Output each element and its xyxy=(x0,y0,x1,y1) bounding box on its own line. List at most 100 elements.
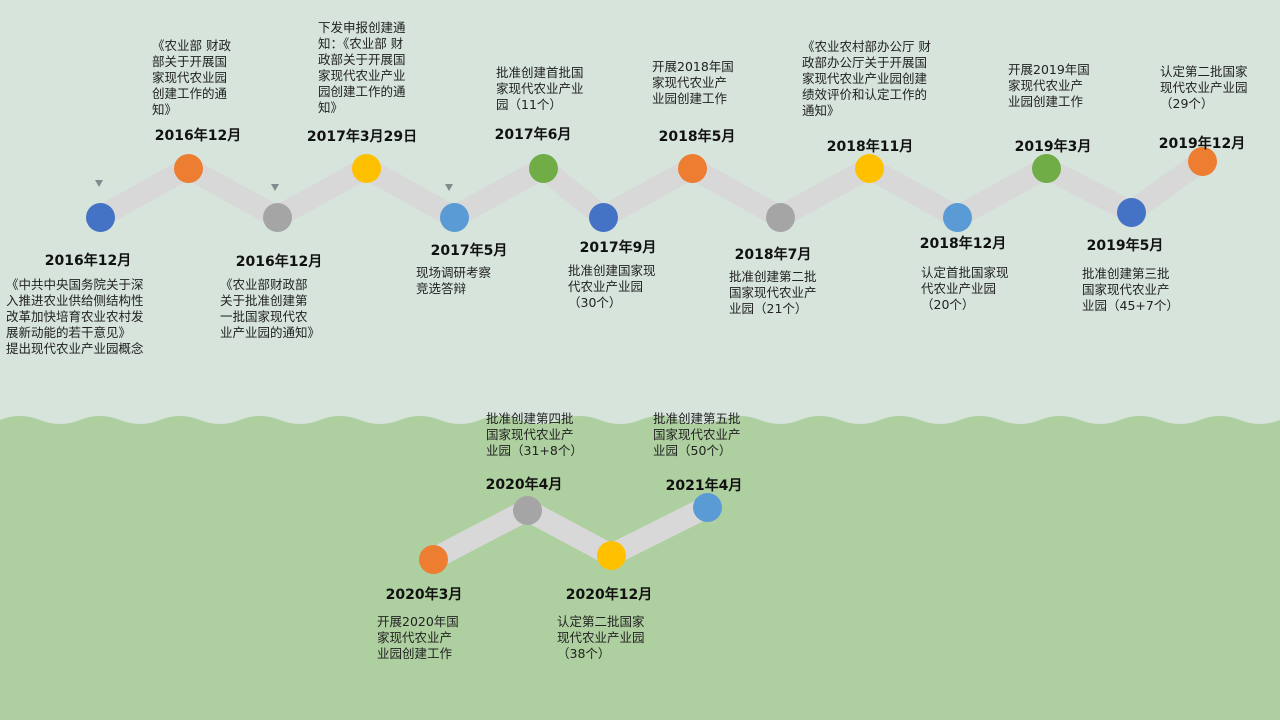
event-node xyxy=(588,202,618,232)
event-description-line: 绩效评价和认定工作的 xyxy=(802,87,928,102)
event-date: 2019年5月 xyxy=(1086,238,1164,254)
event-description-line: 开展2018年国 xyxy=(652,59,734,74)
event-description-line: 下发申报创建通 xyxy=(318,20,406,35)
event-2020-node xyxy=(512,495,542,525)
event-2020-description-line: （38个） xyxy=(557,646,611,661)
event-description-line: 认定首批国家现 xyxy=(921,265,1009,280)
event-description-line: 竞选答辩 xyxy=(416,281,467,296)
event-node xyxy=(528,153,558,183)
event-description-line: 批准创建第三批 xyxy=(1082,266,1170,281)
event-description-line: 园创建工作的通 xyxy=(318,84,406,99)
event-date: 2018年5月 xyxy=(658,129,736,145)
event-description-line: 《中共中央国务院关于深 xyxy=(6,277,144,292)
event-date: 2017年3月29日 xyxy=(306,129,418,145)
event-description: 《农业部 财政部关于开展国家现代农业园创建工作的通知》 xyxy=(152,38,231,118)
event-2020-description-line: 业园（50个） xyxy=(653,443,732,458)
lower-field xyxy=(0,416,1280,720)
event-date: 2016年12月 xyxy=(154,128,242,144)
event-2020-description-line: 国家现代农业产 xyxy=(653,427,741,442)
event-node xyxy=(677,153,707,183)
event-2020-description: 批准创建第五批国家现代农业产业园（50个） xyxy=(653,411,741,459)
event-date: 2019年3月 xyxy=(1014,139,1092,155)
event-node xyxy=(262,202,292,232)
event-description-line: 知》 xyxy=(318,100,344,115)
event-description: 批准创建第二批国家现代农业产业园（21个） xyxy=(729,269,817,317)
event-description-line: 政部办公厅关于开展国 xyxy=(802,55,928,70)
event-date: 2017年5月 xyxy=(430,243,508,259)
event-description-line: 创建工作的通 xyxy=(152,86,228,101)
event-description-line: 《农业农村部办公厅 财 xyxy=(802,39,931,54)
event-description-line: 关于批准创建第 xyxy=(220,293,308,308)
event-description-line: 批准创建国家现 xyxy=(568,263,656,278)
event-date: 2018年12月 xyxy=(919,236,1007,252)
event-description: 认定第二批国家现代农业产业园（29个） xyxy=(1160,64,1248,112)
event-description-line: 业产业园的通知》 xyxy=(220,325,321,340)
event-2020-description-line: 业园（31+8个） xyxy=(486,443,583,458)
event-description-line: 代农业产业园 xyxy=(568,279,644,294)
event-description-line: 业园（45+7个） xyxy=(1082,298,1179,313)
timeline-track-1 xyxy=(89,150,1213,228)
event-description-line: 国家现代农业产 xyxy=(729,285,817,300)
triangle-marker-icon xyxy=(445,184,453,191)
event-description-line: 园（11个） xyxy=(496,97,562,112)
event-description-line: 通知》 xyxy=(802,103,840,118)
event-node xyxy=(854,153,884,183)
event-description-line: 业园创建工作 xyxy=(652,91,728,106)
event-description: 批准创建国家现代农业产业园（30个） xyxy=(568,263,656,311)
event-2020-description-line: 业园创建工作 xyxy=(377,646,453,661)
event-description: 《农业农村部办公厅 财政部办公厅关于开展国家现代农业产业园创建绩效评价和认定工作… xyxy=(802,39,931,119)
event-node xyxy=(173,153,203,183)
event-description-line: （29个） xyxy=(1160,96,1214,111)
timeline-track-2 xyxy=(422,496,718,570)
event-node xyxy=(1116,197,1146,227)
event-2020-node xyxy=(596,540,626,570)
event-2020-description-line: 家现代农业产 xyxy=(377,630,453,645)
event-description-line: 家现代农业产业园创建 xyxy=(802,71,928,86)
event-description: 现场调研考察竞选答辩 xyxy=(416,265,491,297)
event-description-line: 认定第二批国家 xyxy=(1160,64,1248,79)
event-node xyxy=(765,202,795,232)
event-2020-description-line: 批准创建第五批 xyxy=(653,411,741,426)
event-2020-date: 2020年4月 xyxy=(485,477,563,493)
event-date: 2017年9月 xyxy=(579,240,657,256)
event-description: 批准创建第三批国家现代农业产业园（45+7个） xyxy=(1082,266,1179,314)
event-2020-node xyxy=(692,492,722,522)
triangle-marker-icon xyxy=(95,180,103,187)
event-description-line: 家现代农业园 xyxy=(152,70,228,85)
event-description-line: 业园创建工作 xyxy=(1008,94,1084,109)
event-description-line: 知》 xyxy=(152,102,178,117)
event-description-line: 政部关于开展国 xyxy=(318,52,406,67)
event-2020-description-line: 批准创建第四批 xyxy=(486,411,574,426)
event-description-line: 家现代农业产业 xyxy=(318,68,406,83)
event-node xyxy=(85,202,115,232)
event-description-line: 家现代农业产 xyxy=(1008,78,1084,93)
event-node xyxy=(1187,146,1217,176)
event-description-line: 国家现代农业产 xyxy=(1082,282,1170,297)
event-description-line: 《农业部财政部 xyxy=(220,277,308,292)
event-description-line: 批准创建第二批 xyxy=(729,269,817,284)
event-date: 2017年6月 xyxy=(494,127,572,143)
event-description-line: 展新动能的若干意见》 xyxy=(6,325,132,340)
event-date: 2016年12月 xyxy=(44,253,132,269)
event-description: 《中共中央国务院关于深入推进农业供给侧结构性改革加快培育农业农村发展新动能的若干… xyxy=(6,277,144,357)
event-description: 开展2019年国家现代农业产业园创建工作 xyxy=(1008,62,1090,110)
event-description: 《农业部财政部关于批准创建第一批国家现代农业产业园的通知》 xyxy=(220,277,320,341)
event-2020-description: 认定第二批国家现代农业产业园（38个） xyxy=(557,614,645,662)
event-description-line: （20个） xyxy=(921,297,975,312)
event-2020-description-line: 开展2020年国 xyxy=(377,614,459,629)
event-description-line: 改革加快培育农业农村发 xyxy=(6,309,144,324)
event-2020-date: 2021年4月 xyxy=(665,478,743,494)
event-date: 2018年11月 xyxy=(826,139,914,155)
event-description-line: 入推进农业供给侧结构性 xyxy=(6,293,144,308)
event-description-line: 家现代农业产业 xyxy=(496,81,584,96)
event-description: 开展2018年国家现代农业产业园创建工作 xyxy=(652,59,734,107)
event-description-line: 现场调研考察 xyxy=(416,265,492,280)
event-node xyxy=(439,202,469,232)
event-description-line: 知：《农业部 财 xyxy=(318,36,404,51)
event-description-line: 业园（21个） xyxy=(729,301,808,316)
event-2020-description-line: 认定第二批国家 xyxy=(557,614,645,629)
event-description-line: 开展2019年国 xyxy=(1008,62,1090,77)
